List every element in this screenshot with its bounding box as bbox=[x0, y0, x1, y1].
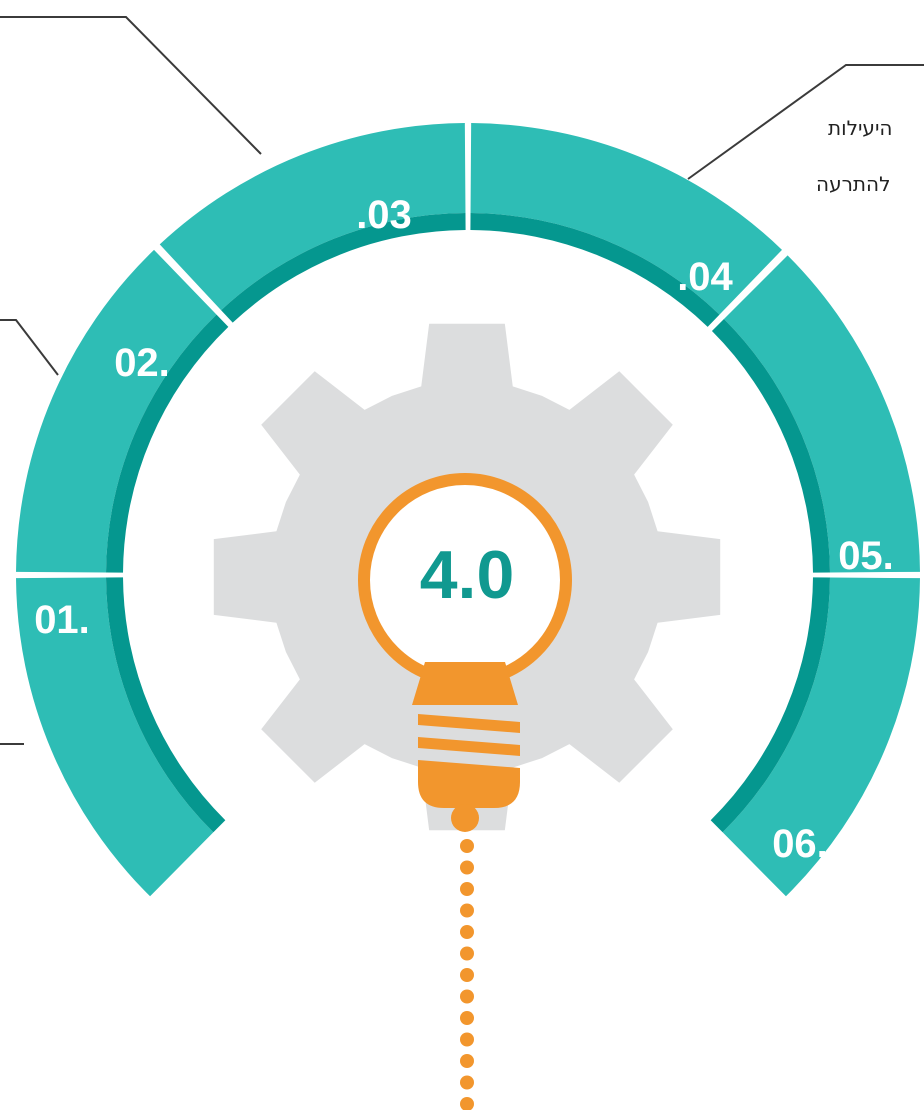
segment-05-label: 05. bbox=[838, 534, 894, 578]
dotted-cord bbox=[460, 839, 474, 1110]
bulb-cap bbox=[418, 760, 520, 808]
segment-04-inner-arc bbox=[470, 213, 720, 327]
callout-right-line-2: להתרעה bbox=[816, 172, 890, 196]
center-label: 4.0 bbox=[420, 537, 515, 613]
cord-dot bbox=[460, 925, 474, 939]
segment-05-outer-arc bbox=[723, 255, 920, 573]
segment-03 bbox=[159, 123, 466, 323]
leader-line-04 bbox=[687, 64, 924, 180]
cord-dot bbox=[460, 1011, 474, 1025]
segment-labels: 01. 02. .03 .04 05. 06. bbox=[34, 193, 894, 866]
segment-05-inner-arc bbox=[711, 319, 830, 573]
segment-06-label: 06. bbox=[772, 822, 828, 866]
segment-01-label: 01. bbox=[34, 598, 90, 642]
cord-dot bbox=[460, 882, 474, 896]
cord-dot bbox=[460, 1032, 474, 1047]
callout-right-line-1: היעילות bbox=[828, 116, 893, 140]
callout-right: היעילות להתרעה bbox=[816, 116, 893, 196]
bulb-tip bbox=[451, 804, 479, 832]
cord-dot bbox=[460, 860, 474, 875]
leader-lines bbox=[0, 16, 924, 745]
arc-segments bbox=[16, 123, 920, 897]
segment-05 bbox=[711, 255, 920, 573]
cord-dot bbox=[460, 1054, 474, 1068]
cord-dot bbox=[460, 989, 474, 1004]
segment-06-inner-arc bbox=[710, 577, 830, 833]
segment-01-outer-arc bbox=[16, 577, 214, 897]
segment-02-label: 02. bbox=[114, 341, 170, 385]
cord-dot bbox=[460, 1075, 474, 1090]
segment-03-outer-arc bbox=[159, 123, 466, 311]
segment-02-inner-arc bbox=[106, 314, 229, 573]
segment-01 bbox=[16, 577, 226, 897]
cord-dot bbox=[460, 946, 474, 961]
segment-01-inner-arc bbox=[106, 577, 226, 833]
segment-02 bbox=[16, 249, 229, 573]
segment-04-outer-arc bbox=[470, 123, 782, 315]
cord-dot bbox=[460, 839, 474, 853]
segment-03-inner-arc bbox=[221, 213, 466, 323]
segment-06 bbox=[710, 577, 920, 897]
lightbulb-icon bbox=[358, 473, 572, 1110]
segment-04 bbox=[470, 123, 782, 327]
leader-line-03 bbox=[0, 16, 262, 155]
cord-dot bbox=[460, 968, 474, 982]
bulb-base-stripe bbox=[418, 737, 520, 756]
cord-dot bbox=[460, 1097, 474, 1110]
bulb-neck bbox=[412, 662, 518, 705]
bulb-base-stripe bbox=[418, 714, 520, 733]
segment-02-outer-arc bbox=[16, 249, 217, 573]
leader-line-02 bbox=[0, 319, 59, 376]
segment-04-label: .04 bbox=[677, 255, 733, 299]
segment-06-outer-arc bbox=[722, 577, 920, 897]
cord-dot bbox=[460, 903, 474, 918]
segment-03-label: .03 bbox=[356, 193, 412, 237]
